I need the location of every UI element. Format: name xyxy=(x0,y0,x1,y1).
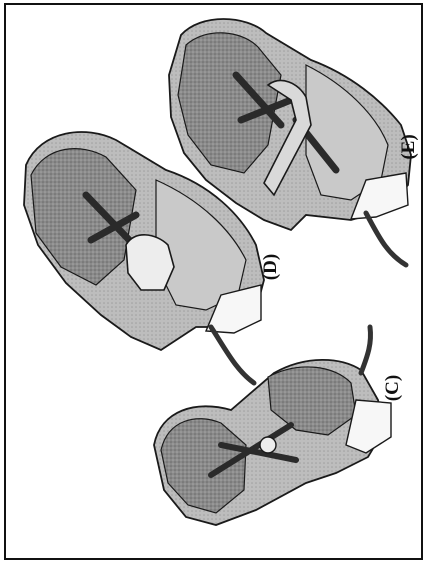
seat-e-shield-bar xyxy=(263,79,312,197)
seat-d-side-wing xyxy=(155,179,247,311)
seat-e-side-wing xyxy=(305,64,389,201)
seat-c-back-pad xyxy=(160,418,247,514)
seat-d-base xyxy=(204,284,262,334)
car-seat-e: (E) xyxy=(168,18,419,268)
car-seat-c: (C) xyxy=(153,324,403,526)
seat-e-base xyxy=(349,172,409,220)
seat-c-buckle xyxy=(259,436,277,454)
car-seat-d: (D) xyxy=(23,131,281,386)
label-c: (C) xyxy=(382,375,403,401)
seat-d-harness xyxy=(82,191,140,249)
seat-d-back-pad xyxy=(30,148,137,286)
seat-c-head-pad xyxy=(267,366,357,436)
label-d: (D) xyxy=(260,254,281,280)
label-e: (E) xyxy=(398,134,419,159)
seat-c-base xyxy=(345,399,392,454)
seat-c-harness xyxy=(208,422,299,478)
seat-e-tether xyxy=(363,210,409,268)
seat-d-tray-buckle xyxy=(125,234,175,291)
seat-d-tether xyxy=(208,324,257,386)
car-seat-illustration: (E) (D) (C) xyxy=(23,18,419,526)
seat-c-tether xyxy=(358,324,373,376)
figure-frame: (E) (D) (C) xyxy=(4,3,423,560)
seat-e-back-pad xyxy=(177,32,282,174)
